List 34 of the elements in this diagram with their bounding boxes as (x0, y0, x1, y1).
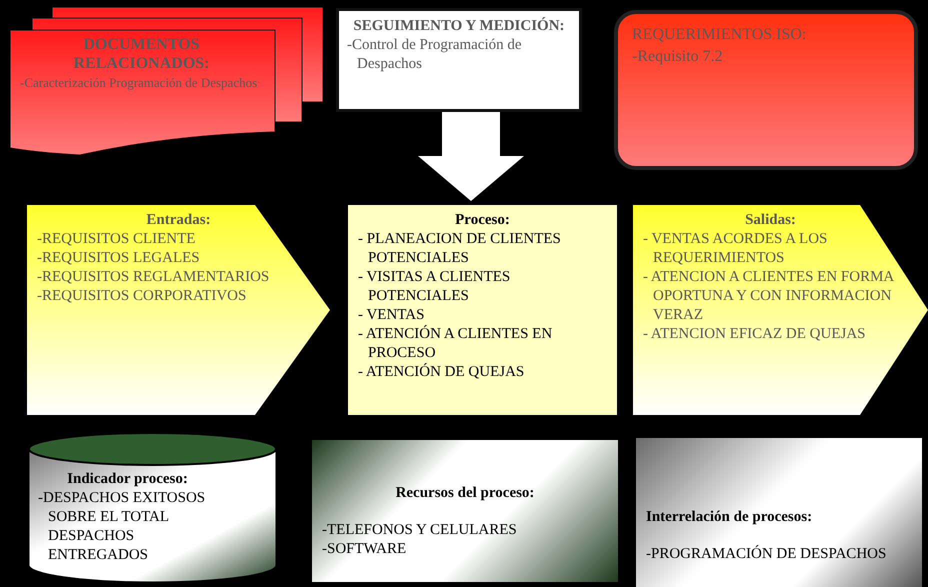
box-heading: DOCUMENTOS RELACIONADOS: (72, 35, 210, 73)
box-text: - ATENCIÓN DE QUEJAS (358, 363, 526, 382)
block-arrow (418, 112, 524, 201)
box-text: -Control de Programación de Despachos (347, 36, 523, 74)
process-box (348, 205, 617, 415)
box-heading: Indicador proceso: (66, 470, 189, 489)
box-text: -Caracterización Programación de Despachos (20, 74, 258, 92)
box-heading: SEGUIMIENTO Y MEDICIÓN: (352, 17, 566, 36)
box-text: -REQUISITOS CLIENTE (37, 230, 196, 249)
box-heading: Recursos del proceso: (394, 484, 536, 503)
box-heading: Interrelación de procesos: (646, 508, 814, 527)
box-heading: REQUERIMIENTOS ISO: (632, 25, 808, 45)
box-heading: Proceso: (454, 211, 511, 230)
box-text: -SOFTWARE (322, 540, 408, 559)
box-text: - VISITAS A CLIENTES POTENCIALES (358, 268, 512, 306)
box-text: -DESPACHOS EXITOSOS SOBRE EL TOTAL DESPACHOS ENTREGADOS (38, 489, 206, 565)
box-heading: Entradas: (145, 211, 212, 230)
box-text: -Requisito 7.2 (632, 47, 724, 67)
box-text: - VENTAS (358, 306, 426, 325)
box-text: - ATENCIÓN A CLIENTES EN PROCESO (358, 325, 554, 363)
box-text: -REQUISITOS LEGALES (37, 249, 201, 268)
box-text: - VENTAS ACORDES A LOS REQUERIMIENTOS (643, 230, 828, 268)
interrelation-box (636, 438, 922, 587)
box-text: - ATENCION A CLIENTES EN FORMA OPORTUNA Y CON INFORMACION VERAZ (643, 268, 895, 325)
box-text: -REQUISITOS REGLAMENTARIOS (37, 268, 270, 287)
box-text: - ATENCION EFICAZ DE QUEJAS (643, 325, 866, 344)
box-text: - PLANEACION DE CLIENTES POTENCIALES (358, 230, 562, 268)
box-text: -TELEFONOS Y CELULARES (322, 521, 518, 540)
box-text: -PROGRAMACIÓN DE DESPACHOS (646, 545, 888, 564)
requirements-box (614, 10, 918, 170)
box-text: -REQUISITOS CORPORATIVOS (37, 287, 248, 306)
box-heading: Salidas: (744, 211, 797, 230)
resources-box (312, 440, 618, 582)
measurement-box (336, 8, 582, 112)
